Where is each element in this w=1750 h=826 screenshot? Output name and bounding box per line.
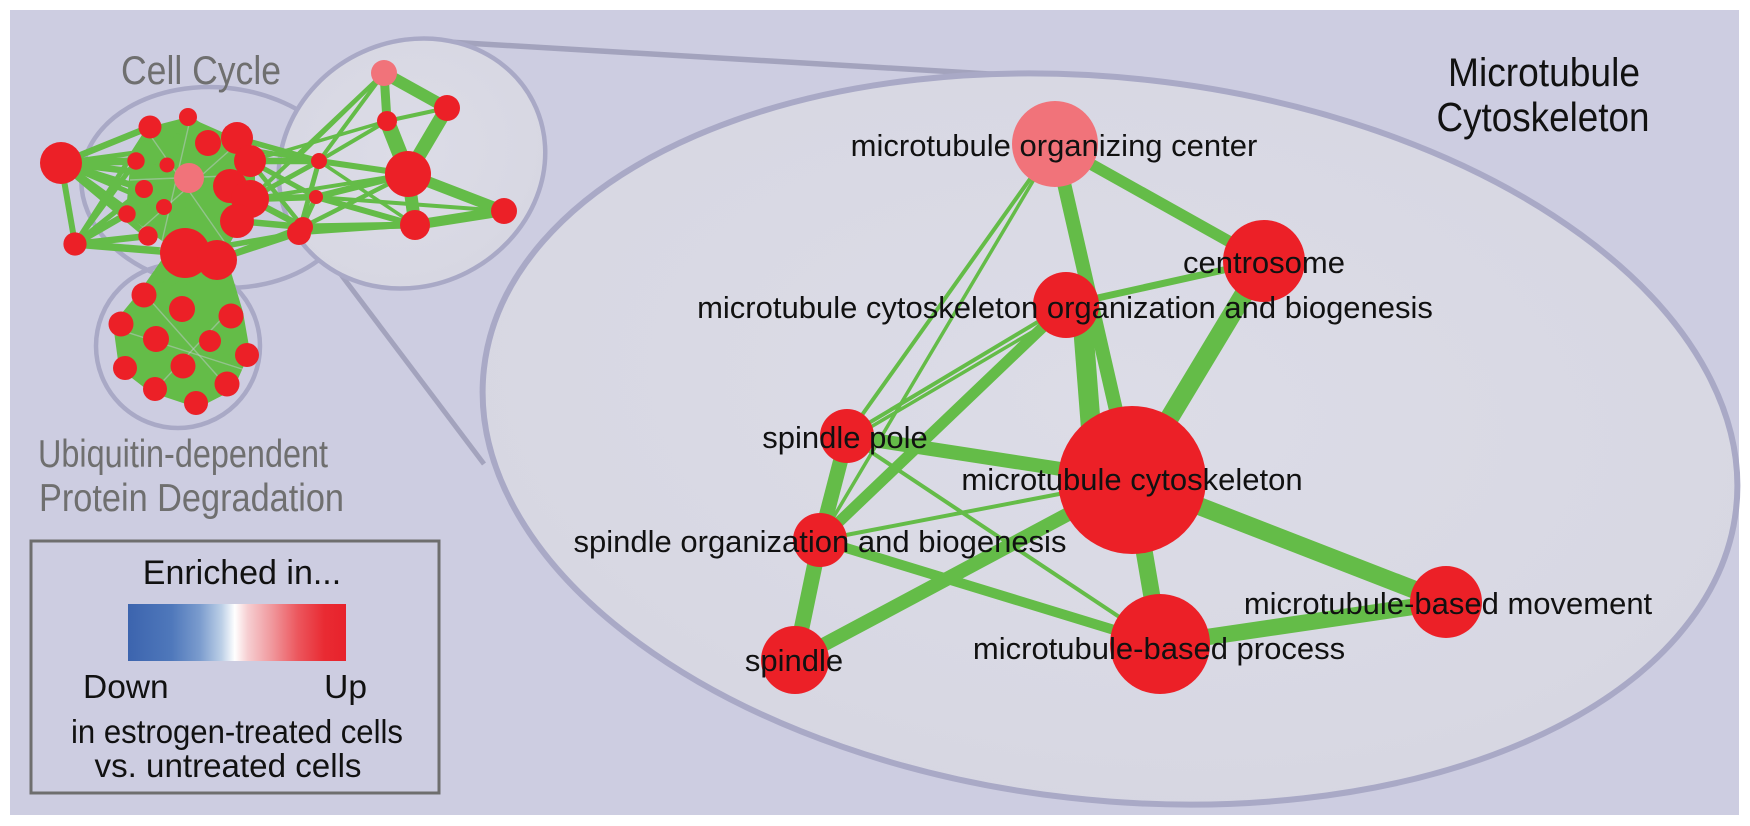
svg-text:centrosome: centrosome bbox=[1183, 245, 1345, 280]
svg-text:in estrogen-treated cells: in estrogen-treated cells bbox=[71, 713, 403, 750]
svg-text:Protein Degradation: Protein Degradation bbox=[39, 477, 344, 520]
svg-text:spindle: spindle bbox=[745, 643, 843, 678]
svg-text:spindle organization and bioge: spindle organization and biogenesis bbox=[574, 524, 1067, 559]
svg-text:Enriched in...: Enriched in... bbox=[143, 554, 341, 592]
svg-text:microtubule-based movement: microtubule-based movement bbox=[1244, 586, 1653, 621]
svg-text:Cytoskeleton: Cytoskeleton bbox=[1437, 94, 1650, 140]
svg-text:Down: Down bbox=[83, 669, 169, 706]
svg-text:spindle pole: spindle pole bbox=[762, 420, 927, 455]
svg-text:microtubule cytoskeleton: microtubule cytoskeleton bbox=[961, 462, 1302, 497]
svg-text:Cell Cycle: Cell Cycle bbox=[121, 49, 281, 93]
svg-text:microtubule organizing center: microtubule organizing center bbox=[851, 128, 1258, 163]
svg-text:microtubule-based process: microtubule-based process bbox=[973, 631, 1345, 666]
svg-text:Ubiquitin-dependent: Ubiquitin-dependent bbox=[38, 433, 328, 476]
svg-text:microtubule cytoskeleton organ: microtubule cytoskeleton organization an… bbox=[697, 290, 1433, 325]
svg-text:vs. untreated cells: vs. untreated cells bbox=[95, 747, 362, 784]
svg-text:Microtubule: Microtubule bbox=[1448, 51, 1640, 95]
svg-text:Up: Up bbox=[324, 669, 367, 706]
